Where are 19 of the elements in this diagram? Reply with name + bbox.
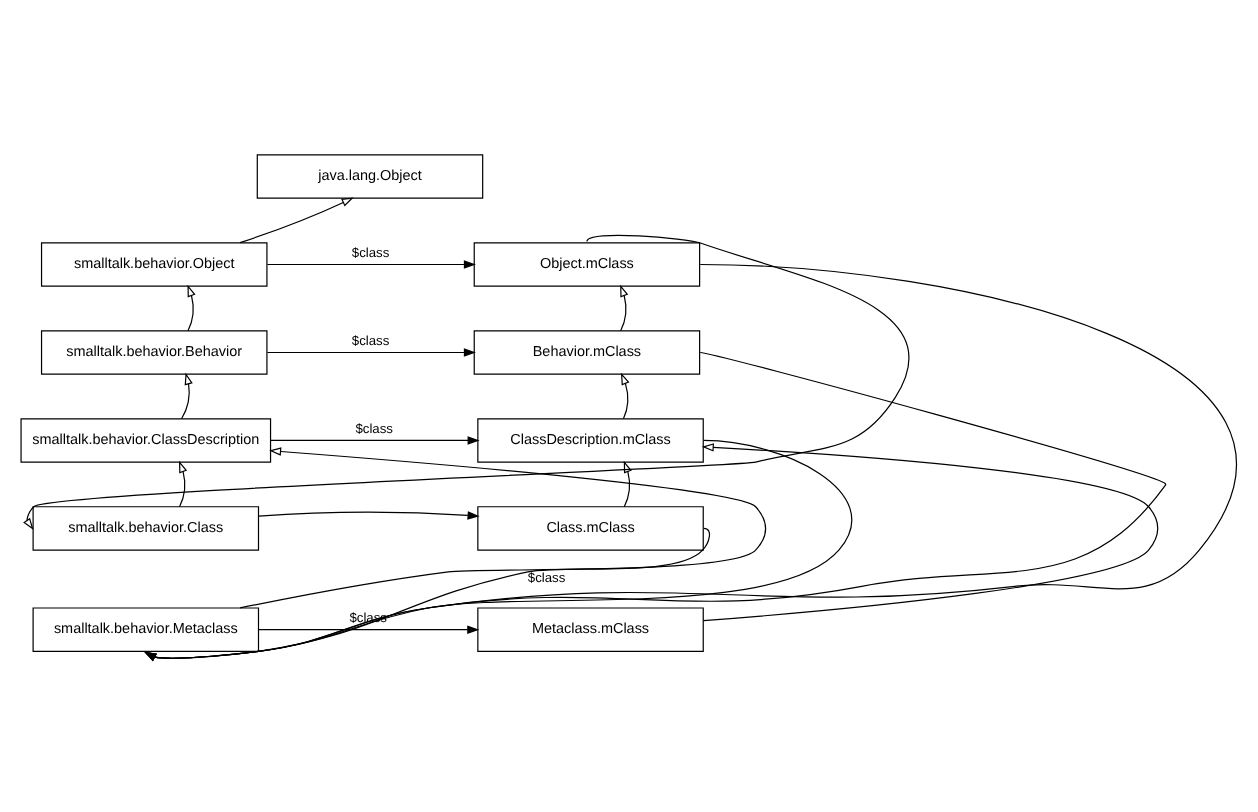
arrow <box>23 233 910 529</box>
arrow <box>144 350 1167 661</box>
arrow <box>258 624 480 633</box>
arrow <box>187 283 196 331</box>
arrow <box>620 371 630 419</box>
arrow <box>239 196 354 243</box>
arrow <box>258 510 480 519</box>
arrow <box>266 347 476 356</box>
arrow <box>144 438 853 661</box>
arrow <box>178 459 188 507</box>
arrow <box>266 259 476 268</box>
arrow <box>701 442 1159 621</box>
arrow <box>144 526 711 661</box>
arrow <box>270 435 480 444</box>
arrow <box>239 446 767 608</box>
arrow <box>620 283 629 331</box>
arrow <box>144 262 1237 661</box>
arrow <box>623 459 632 507</box>
arrow <box>180 371 193 419</box>
